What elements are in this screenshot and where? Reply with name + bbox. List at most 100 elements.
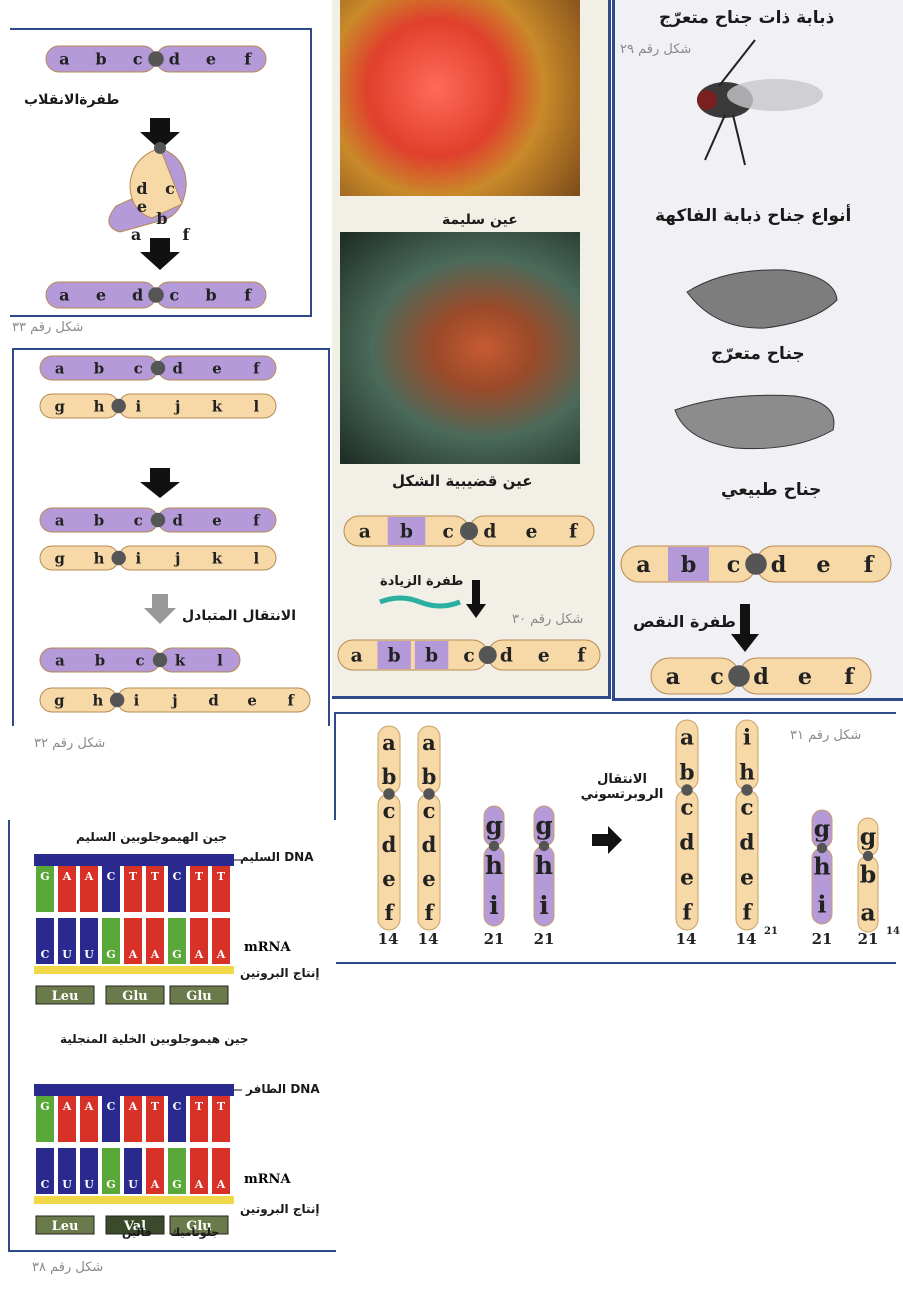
gene-letter: k — [212, 397, 223, 415]
chromosome-arm — [39, 545, 120, 571]
gene-letter: a — [59, 50, 70, 69]
gene-letter: i — [134, 691, 140, 709]
chromosome-arm — [39, 393, 120, 419]
rna-base — [80, 918, 98, 964]
base-letter: A — [216, 948, 226, 961]
caption-fig32: شكل رقم ٣٢ — [34, 736, 106, 751]
base-letter: U — [128, 1178, 138, 1191]
gene-letter: f — [288, 691, 296, 709]
gene-letter: c — [134, 359, 143, 377]
gene-letter: h — [739, 761, 755, 786]
gene-letter: h — [813, 853, 830, 881]
gene-letter: e — [247, 691, 256, 709]
gene-letter: d — [753, 664, 769, 690]
gene-letter: f — [384, 900, 395, 925]
base-letter: A — [150, 948, 160, 961]
chromosome-arm — [118, 393, 277, 419]
gene-letter: b — [860, 861, 876, 889]
gene-letter: a — [131, 225, 141, 244]
duplicated-band — [668, 547, 709, 581]
gene-letter: d — [422, 832, 437, 857]
mrna-strand — [34, 966, 234, 974]
base-letter: G — [172, 948, 181, 961]
amino-acid-box — [169, 985, 229, 1005]
gene-letter: c — [463, 646, 474, 667]
gene-letter: h — [94, 549, 105, 567]
gene-letter: e — [526, 522, 538, 543]
gene-letter: c — [710, 664, 724, 690]
gene-letter: d — [739, 831, 754, 856]
gene-letter: a — [422, 730, 436, 755]
dna-base — [146, 1096, 164, 1142]
centromere — [152, 652, 168, 668]
chromosome-number: 21 — [858, 930, 879, 948]
gene-letter: a — [382, 730, 396, 755]
rna-base — [102, 1148, 120, 1194]
gene-letter: c — [133, 50, 143, 69]
gene-letter: d — [500, 646, 513, 667]
base-letter: T — [195, 870, 204, 883]
centromere — [488, 840, 500, 852]
gene-letter: b — [94, 359, 104, 377]
gene-letter: e — [212, 511, 221, 529]
chromosome-number: 21 — [484, 930, 505, 948]
rna-base — [190, 1148, 208, 1194]
down-arrow-icon — [472, 580, 480, 608]
duplication-label: طفرة الزيادة — [380, 574, 464, 589]
bar-eye-photo — [340, 232, 580, 464]
gene-letter: a — [666, 664, 680, 690]
highlight-scribble — [379, 595, 461, 609]
gene-letter: c — [740, 796, 753, 821]
down-arrow-icon — [140, 118, 180, 150]
normal-eye-label: عين سليمة — [442, 212, 518, 228]
gene-letter: f — [244, 286, 252, 305]
base-letter: A — [84, 1100, 94, 1113]
dna-base — [168, 1096, 186, 1142]
gene-letter: i — [136, 397, 142, 415]
gene-letter: j — [173, 549, 180, 567]
base-letter: G — [172, 1178, 181, 1191]
gene-letter: a — [59, 286, 70, 305]
gene-letter: d — [172, 359, 183, 377]
base-letter: C — [173, 870, 182, 883]
dna-base — [80, 866, 98, 912]
gene-letter: e — [798, 664, 812, 690]
normal-gene-title: جين الهيموجلوبين السليم — [76, 830, 228, 844]
down-arrow-icon — [140, 238, 180, 270]
gene-letter: h — [92, 691, 103, 709]
base-letter: U — [62, 1178, 72, 1191]
mrna-strand — [34, 1196, 234, 1204]
gene-letter: g — [814, 815, 830, 843]
gene-letter: f — [183, 225, 191, 244]
amino-acid-box — [35, 985, 95, 1005]
dna-base — [58, 1096, 76, 1142]
centromere — [111, 398, 126, 414]
wavy-wing-label: جناح متعرّج — [711, 344, 805, 364]
duplicated-band — [387, 517, 426, 545]
base-letter: C — [173, 1100, 182, 1113]
gene-letter: i — [743, 726, 751, 751]
down-arrow-icon — [144, 594, 176, 624]
normal-wing-icon — [674, 394, 835, 450]
amino-acid: Glu — [122, 989, 148, 1004]
gene-letter: b — [681, 552, 697, 578]
chromosome-number: 21 — [534, 930, 555, 948]
normal-dna-label: DNA السليم — [240, 850, 314, 864]
gene-letter: j — [170, 691, 177, 709]
gene-letter: g — [485, 811, 502, 840]
centromere — [538, 840, 550, 852]
gene-letter: e — [212, 359, 221, 377]
gene-letter: i — [489, 891, 498, 920]
inversion-label: طفرةالانقلاب — [24, 92, 120, 108]
gene-letter: g — [535, 811, 552, 840]
centromere — [478, 646, 497, 664]
gene-letter: f — [742, 901, 753, 926]
gene-letter: f — [424, 900, 435, 925]
